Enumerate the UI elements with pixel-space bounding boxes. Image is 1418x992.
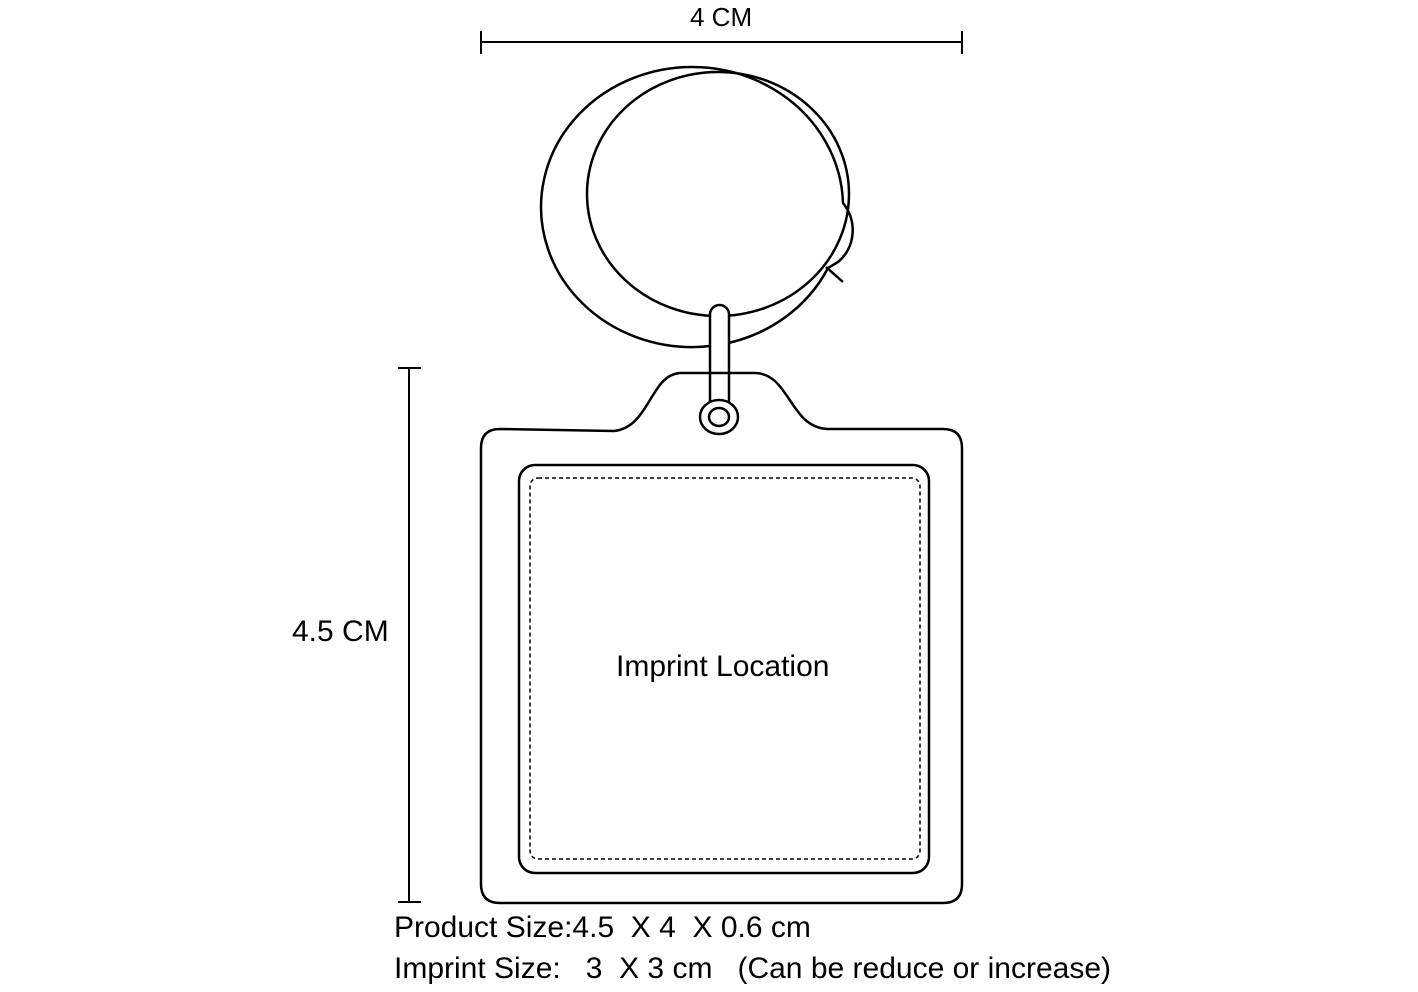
connector-hole-inner bbox=[707, 406, 731, 428]
imprint-size-label: Imprint Size: bbox=[394, 952, 561, 985]
height-dimension bbox=[398, 367, 421, 903]
product-size-label: Product Size: bbox=[394, 911, 573, 944]
key-ring bbox=[539, 65, 854, 349]
height-dimension-label: 4.5 CM bbox=[292, 615, 389, 648]
imprint-size-note: (Can be reduce or increase) bbox=[737, 952, 1111, 985]
key-ring-outer bbox=[539, 65, 854, 349]
keychain-body bbox=[479, 371, 964, 905]
imprint-area-outline bbox=[529, 477, 921, 860]
inner-frame bbox=[517, 463, 931, 875]
width-dimension-label: 4 CM bbox=[690, 2, 753, 32]
product-size-line: Product Size:4.5 X 4 X 0.6 cm bbox=[394, 913, 811, 943]
imprint-location-label: Imprint Location bbox=[616, 650, 830, 683]
width-dimension bbox=[480, 31, 963, 54]
imprint-size-line: Imprint Size: 3 X 3 cm (Can be reduce or… bbox=[394, 954, 1111, 984]
imprint-size-value: 3 X 3 cm bbox=[585, 952, 713, 985]
key-ring-split-line bbox=[825, 266, 844, 283]
product-size-value: 4.5 X 4 X 0.6 cm bbox=[572, 911, 811, 944]
connector-link bbox=[698, 303, 740, 436]
key-ring-inner bbox=[585, 70, 851, 318]
